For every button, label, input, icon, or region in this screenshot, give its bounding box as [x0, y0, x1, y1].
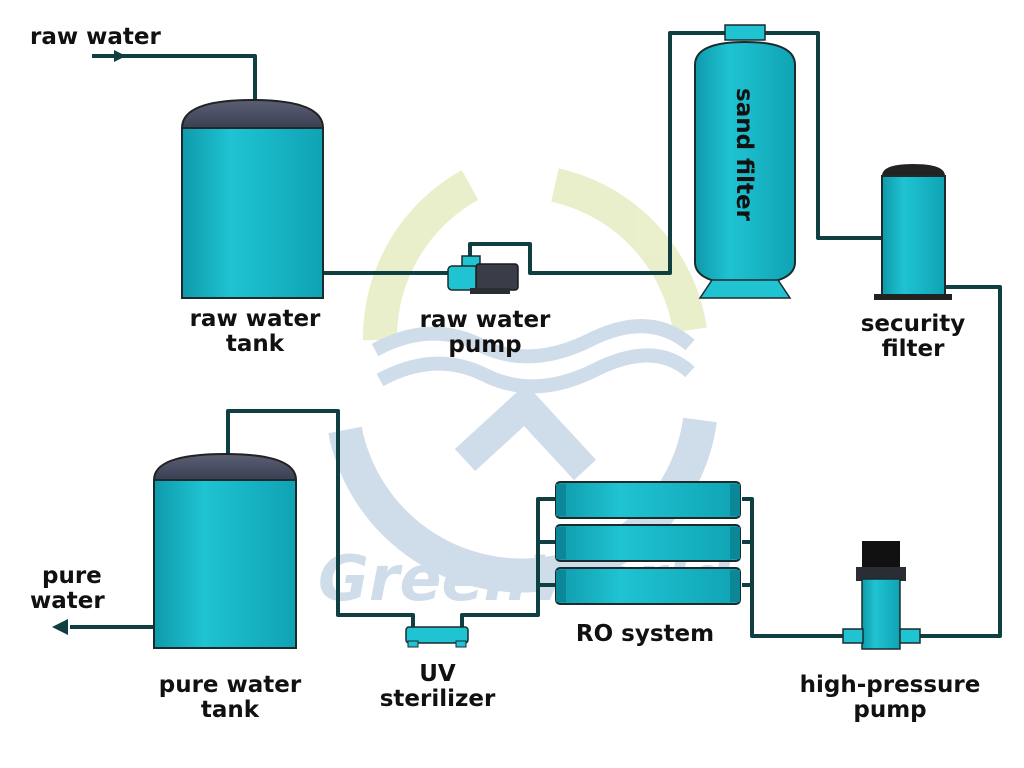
pure-water-outlet-label: pure water — [30, 563, 105, 614]
inlet-arrow-icon — [114, 50, 126, 62]
pipe-uv-to-pure-tank — [226, 409, 415, 630]
pipe-ro-to-uv — [460, 497, 558, 630]
uv-sterilizer-label-line2: sterilizer — [379, 686, 496, 712]
raw-water-tank-label-line1: raw water — [189, 306, 321, 332]
outlet-arrow-icon — [52, 619, 68, 635]
security-filter-label: security filter — [838, 312, 988, 362]
pure-water-tank-label-line1: pure water — [158, 672, 302, 698]
sand-filter-label: sand filter — [731, 88, 757, 222]
raw-water-tank — [180, 98, 325, 299]
pipe-raw-water-inlet — [92, 54, 257, 100]
pipe-sand-to-security — [765, 31, 882, 240]
raw-water-pump-label: raw water pump — [400, 308, 570, 358]
security-filter — [874, 164, 952, 300]
pipe-pump-to-sand-filter — [468, 31, 727, 275]
high-pressure-pump-label-line1: high-pressure — [799, 672, 981, 698]
high-pressure-pump — [842, 541, 921, 650]
raw-water-pump-label-line2: pump — [448, 332, 522, 358]
pure-water-tank — [152, 452, 298, 649]
pipe-security-to-hp-pump — [920, 285, 1002, 638]
high-pressure-pump-label: high-pressure pump — [770, 673, 1010, 723]
pure-water-tank-label-line2: tank — [200, 697, 260, 723]
raw-water-tank-label-line2: tank — [225, 331, 285, 357]
raw-water-pump-label-line1: raw water — [419, 307, 551, 333]
security-filter-label-line2: filter — [881, 336, 945, 362]
uv-sterilizer-label-line1: UV — [419, 661, 456, 687]
sand-filter — [694, 24, 796, 299]
raw-water-inlet-label: raw water — [30, 24, 161, 50]
pipe-hp-pump-to-ro — [742, 497, 845, 638]
ro-system — [555, 481, 741, 605]
uv-sterilizer-label: UV sterilizer — [355, 662, 520, 712]
high-pressure-pump-label-line2: pump — [853, 697, 927, 723]
ro-system-label: RO system — [575, 621, 715, 647]
pure-water-outlet-label-line1: pure — [42, 563, 102, 589]
raw-water-pump — [447, 255, 519, 294]
uv-sterilizer — [405, 626, 469, 648]
security-filter-label-line1: security — [860, 311, 966, 337]
pure-water-tank-label: pure water tank — [140, 673, 320, 723]
pure-water-outlet-label-line2: water — [30, 588, 105, 614]
raw-water-tank-label: raw water tank — [170, 307, 340, 357]
pipes — [70, 31, 1002, 638]
